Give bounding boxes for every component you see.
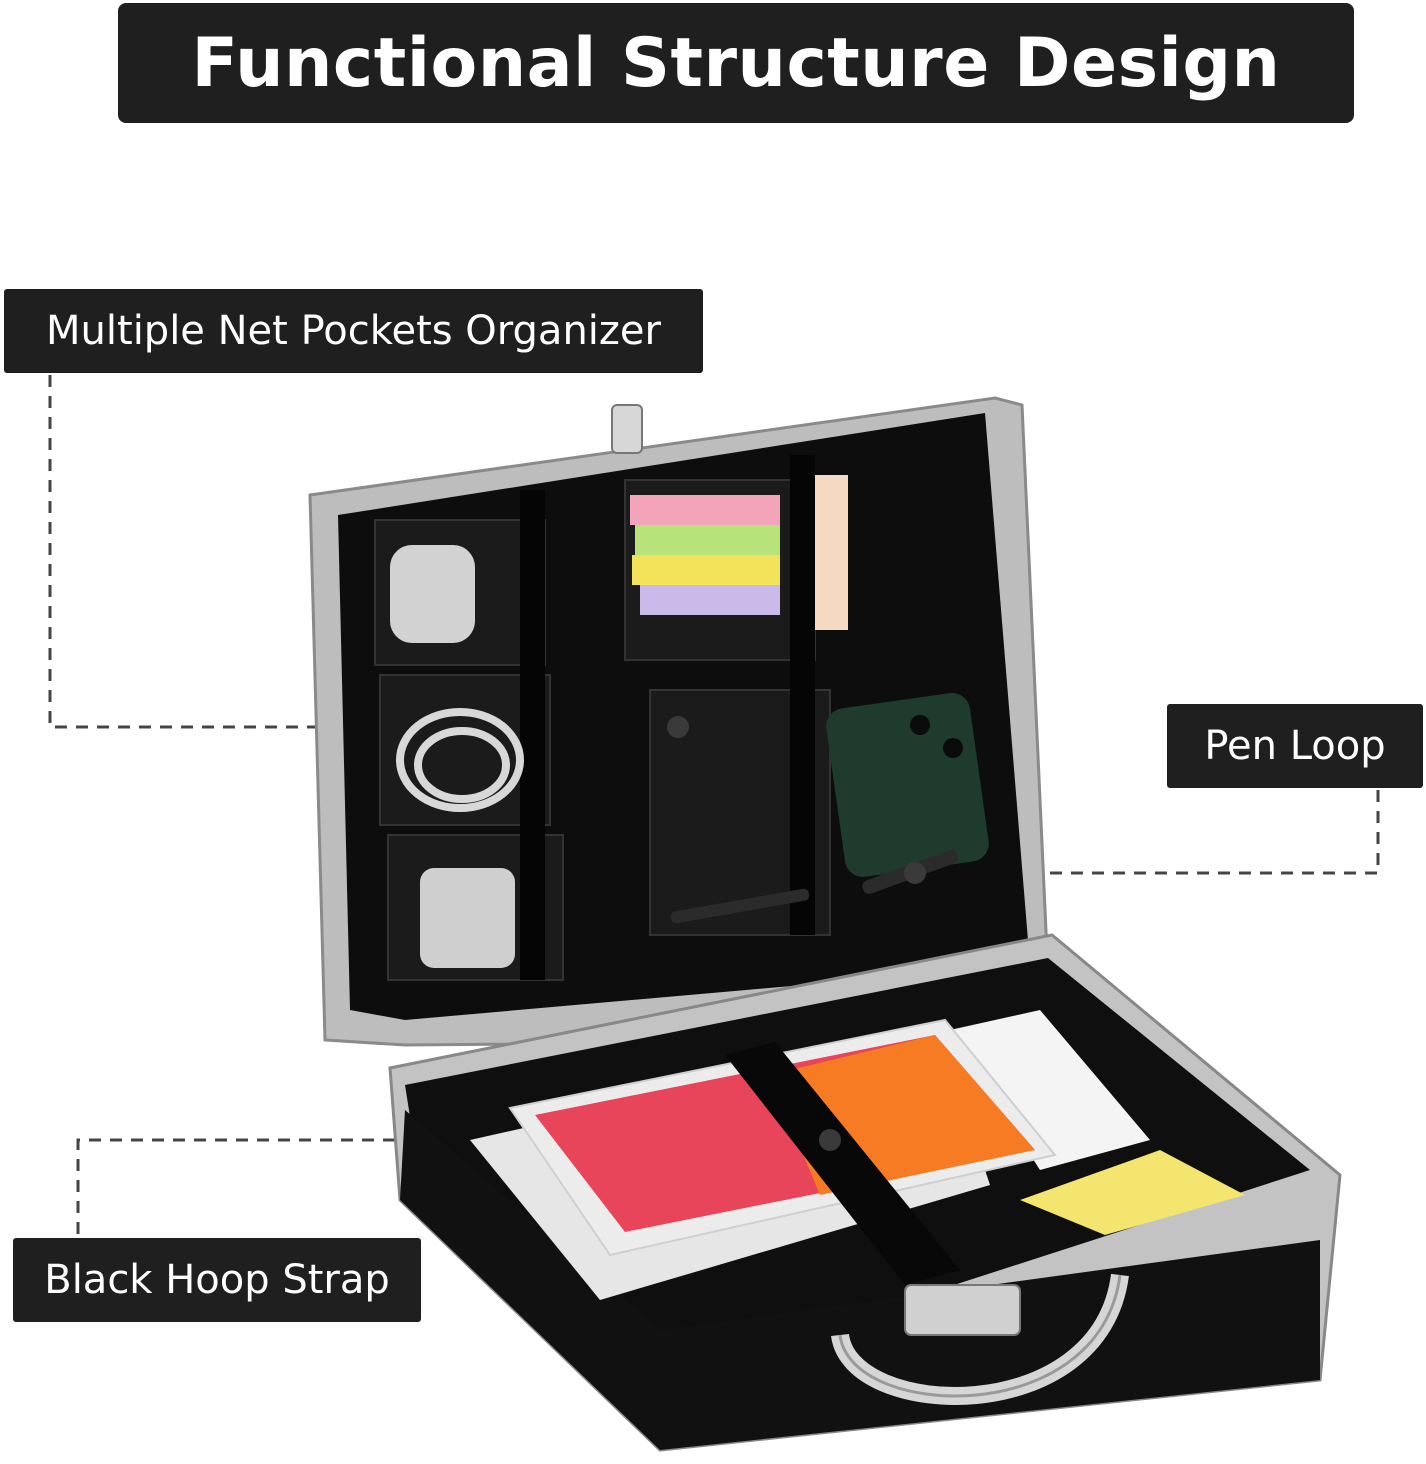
page-title: Functional Structure Design	[118, 3, 1354, 123]
combination-lock-icon	[904, 1284, 1021, 1336]
callout-hoop-strap-label: Black Hoop Strap	[44, 1257, 390, 1303]
phone-icon	[826, 692, 989, 877]
cable-icon	[396, 708, 524, 812]
hoop-strap	[725, 1042, 960, 1285]
latch-icon	[611, 404, 643, 454]
callout-pen-loop-label: Pen Loop	[1204, 723, 1386, 769]
case-base	[388, 933, 1342, 1452]
sticky-pad-icon	[1020, 1150, 1245, 1235]
case-lid	[308, 396, 1050, 1047]
notepad-icon	[950, 1010, 1150, 1170]
callout-net-pockets-label: Multiple Net Pockets Organizer	[46, 308, 661, 354]
earbuds-case-icon	[390, 545, 475, 643]
sticky-notes-icon	[630, 475, 848, 630]
pen-icon	[670, 888, 810, 924]
charger-icon	[420, 868, 515, 968]
callout-hoop-strap: Black Hoop Strap	[13, 1238, 421, 1322]
callout-net-pockets: Multiple Net Pockets Organizer	[4, 289, 703, 373]
callout-pen-loop: Pen Loop	[1167, 704, 1423, 788]
page-title-text: Functional Structure Design	[191, 23, 1281, 103]
